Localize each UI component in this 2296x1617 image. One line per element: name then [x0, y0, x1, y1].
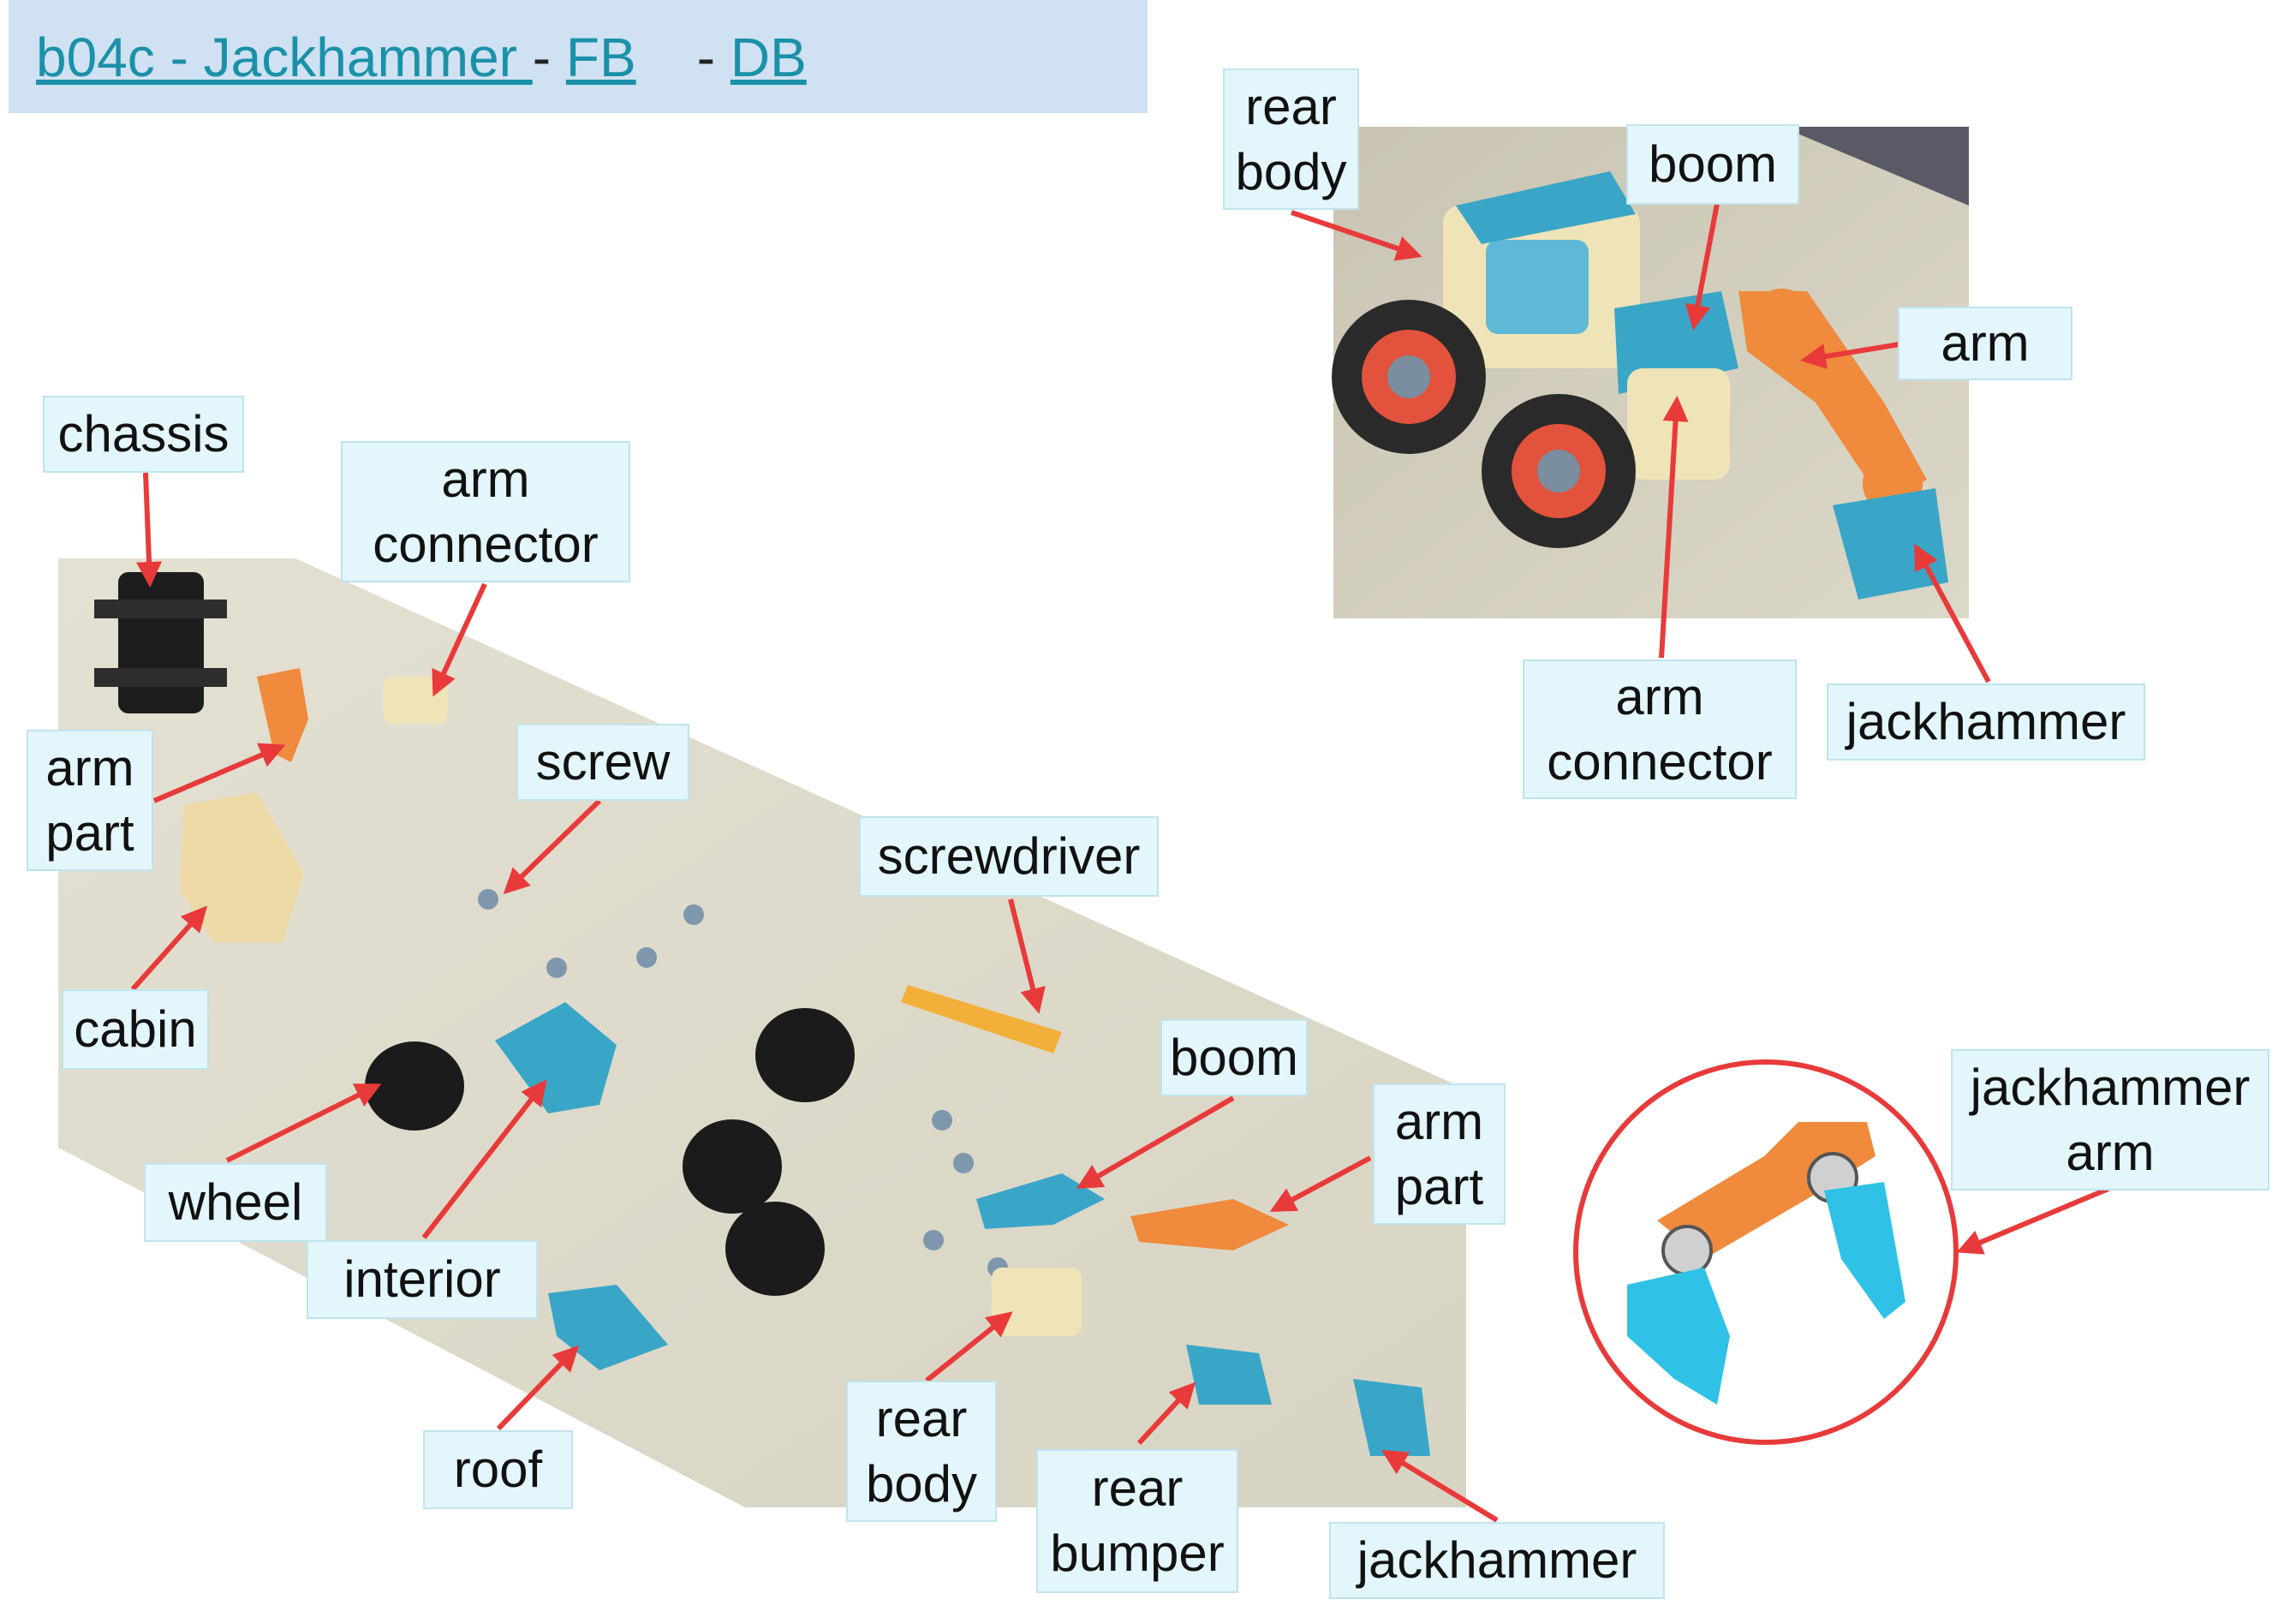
label-arm-connector-top: arm connector	[1523, 659, 1797, 799]
arrow-boom	[1076, 1095, 1235, 1190]
label-jackhammer-top: jackhammer	[1827, 683, 2145, 761]
boom-part	[976, 1173, 1105, 1229]
arrow-wheel	[225, 1083, 382, 1163]
jackhammer-arm-inset	[1573, 1059, 1959, 1445]
header-links: b04c - Jackhammer - FB - DB	[36, 26, 807, 89]
label-arm-part-right: arm part	[1373, 1083, 1506, 1225]
separator: -	[532, 27, 552, 88]
label-arm-part-left: arm part	[27, 730, 153, 871]
title-link[interactable]: b04c - Jackhammer	[36, 27, 533, 88]
wheels	[365, 1008, 855, 1296]
rear-body-part	[992, 1268, 1082, 1336]
arrow-screw	[503, 798, 602, 895]
screws	[478, 889, 1008, 1278]
arm-part-left	[257, 668, 308, 762]
db-link[interactable]: DB	[730, 27, 807, 88]
label-boom: boom	[1160, 1019, 1308, 1096]
arrow-rear-bumper	[1136, 1381, 1196, 1446]
interior-part	[495, 1002, 617, 1113]
chassis-part	[118, 572, 204, 713]
label-roof: roof	[423, 1430, 573, 1509]
arrow-arm-part-right	[1269, 1155, 1372, 1212]
arrow-interior	[421, 1079, 547, 1239]
label-boom-top: boom	[1626, 124, 1799, 205]
arrow-screwdriver	[1008, 898, 1046, 1014]
arm-part-right	[1130, 1199, 1289, 1250]
label-rear-body-top: rear body	[1223, 69, 1359, 210]
arrow-rear-body-top	[1291, 210, 1422, 261]
assembled-toy-photo	[1332, 127, 1969, 618]
arrow-cabin	[130, 905, 207, 991]
label-chassis: chassis	[43, 396, 244, 473]
fb-link[interactable]: FB	[565, 27, 636, 88]
arrow-jackhammer	[1381, 1449, 1499, 1523]
arm-connector-part	[384, 677, 448, 724]
header-bar: b04c - Jackhammer - FB - DB	[9, 0, 1148, 113]
jackhammer-part	[1353, 1379, 1430, 1456]
cabin-part	[180, 792, 304, 942]
label-arm-top: arm	[1898, 307, 2072, 380]
arrow-boom-top	[1685, 203, 1720, 331]
arrow-arm-connector-top	[1659, 396, 1689, 659]
rear-bumper-part	[1186, 1345, 1272, 1405]
label-cabin: cabin	[62, 989, 209, 1070]
label-wheel: wheel	[144, 1163, 327, 1242]
arrows	[130, 203, 2110, 1523]
label-screw: screw	[516, 724, 689, 801]
separator: -	[696, 27, 716, 88]
label-rear-bumper: rear bumper	[1036, 1449, 1238, 1593]
arrow-jackhammer-top	[1914, 543, 1991, 683]
label-jackhammer: jackhammer	[1329, 1522, 1665, 1599]
label-rear-body: rear body	[846, 1381, 997, 1522]
screwdriver-part	[901, 985, 1062, 1053]
arrow-jackhammer-arm	[1956, 1186, 2110, 1255]
label-arm-connector: arm connector	[341, 441, 630, 582]
arrow-rear-body	[925, 1311, 1013, 1383]
arrow-arm-connector	[432, 582, 487, 697]
arrow-arm-top	[1800, 342, 1900, 369]
label-screwdriver: screwdriver	[859, 816, 1159, 897]
arrow-roof	[496, 1345, 580, 1431]
label-jackhammer-arm: jackhammer arm	[1951, 1049, 2269, 1190]
arrow-chassis	[136, 472, 163, 588]
label-interior: interior	[307, 1240, 538, 1319]
arrow-arm-part-left	[152, 743, 286, 803]
